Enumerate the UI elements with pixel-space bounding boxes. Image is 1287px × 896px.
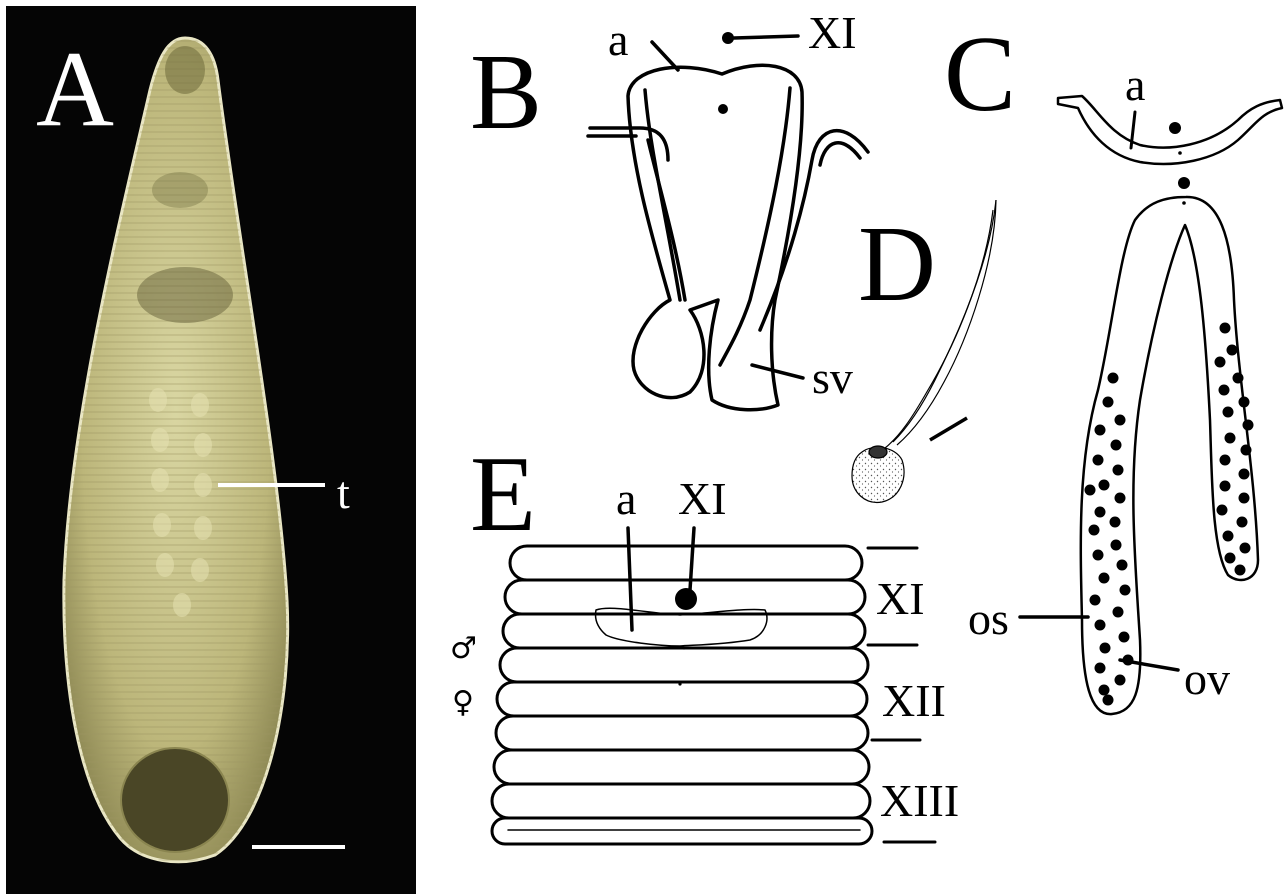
pore-dot-c: [1178, 151, 1182, 155]
label-os: os: [968, 593, 1009, 644]
panel-letter-a: A: [36, 30, 114, 149]
panel-letter-b: B: [470, 33, 542, 152]
gonopore-dot: [718, 104, 728, 114]
ejaculatory-duct-left-inner: [648, 140, 685, 300]
crop-dark-region: [137, 267, 233, 323]
panel-letter-e: E: [470, 435, 536, 554]
spermatophore-neck: [869, 446, 887, 458]
annulus: [494, 750, 869, 784]
leader-xi: [734, 36, 798, 38]
male-pore: [682, 646, 685, 649]
female-pore: [678, 682, 681, 685]
ovaries-left: [1085, 373, 1134, 706]
female-symbol: ♀: [452, 685, 474, 720]
label-a-b: a: [608, 14, 628, 65]
label-segment-xi: XI: [876, 573, 925, 624]
marker-dot-c: [1178, 177, 1190, 189]
ejaculatory-duct-right: [720, 88, 790, 365]
label-a-c: a: [1125, 59, 1145, 110]
label-segment-xii: XII: [882, 675, 946, 726]
marker-xi-dot: [722, 32, 734, 44]
scale-bar-d: [930, 418, 967, 440]
annulus: [492, 784, 870, 818]
male-symbol: ♂: [450, 631, 477, 666]
label-xi-e-top: XI: [678, 473, 727, 524]
anterior-sucker: [165, 46, 205, 94]
label-a-e: a: [616, 473, 636, 524]
pore-dot-c2: [1182, 201, 1186, 205]
panel-letter-d: D: [858, 205, 936, 324]
vas-deferens-right-2: [820, 143, 860, 165]
label-xi-b: XI: [808, 7, 857, 58]
panel-a: A t: [6, 6, 416, 894]
label-sv: sv: [812, 352, 853, 403]
vas-deferens-left: [590, 128, 668, 160]
label-t: t: [337, 467, 350, 518]
gonopore-dot-c: [1169, 122, 1181, 134]
label-ov: ov: [1184, 653, 1230, 704]
gonopore-e: [675, 588, 697, 610]
panel-b: B a XI sv: [470, 7, 868, 410]
posterior-sucker: [121, 748, 229, 852]
panel-d: D: [852, 200, 996, 502]
annulus: [503, 614, 865, 648]
atrium-outline: [628, 65, 802, 409]
annulus: [497, 682, 867, 716]
label-segment-xiii: XIII: [880, 775, 959, 826]
leader-sv: [752, 365, 803, 378]
annulus: [492, 818, 872, 844]
leader-a: [652, 42, 678, 70]
annulus: [500, 648, 868, 682]
annulus: [496, 716, 868, 750]
panel-c: C a: [944, 15, 1282, 714]
panel-letter-c: C: [944, 15, 1016, 134]
crop-dark-region: [152, 172, 208, 208]
annulus: [510, 546, 862, 580]
ovaries-right: [1215, 323, 1254, 576]
ovisac-outline: [1081, 197, 1258, 714]
